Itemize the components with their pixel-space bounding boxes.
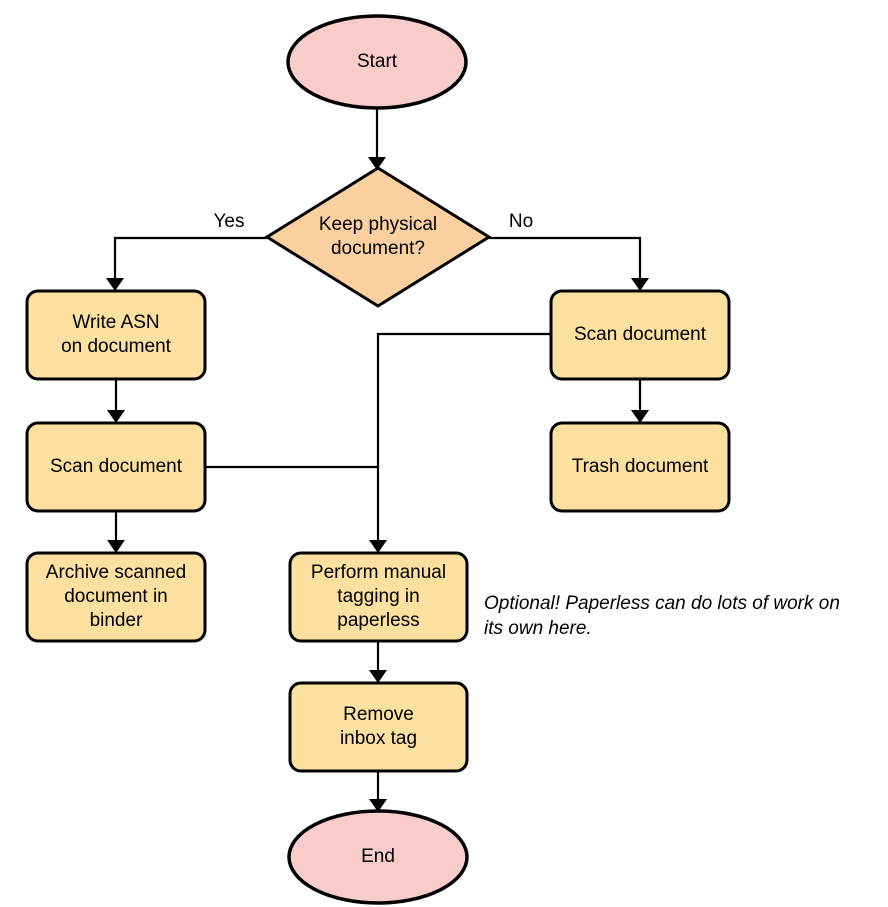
edge-scan-document-right-to-manual-tagging [369, 332, 551, 553]
edge-manual-tagging-to-remove-inbox-tag [369, 641, 387, 683]
node-scan-document-left[interactable]: Scan document [25, 421, 207, 513]
arrowhead-icon [106, 278, 124, 291]
edge-keep-physical-to-write-asn: Yes [106, 211, 267, 291]
process-box-shape[interactable] [288, 681, 469, 773]
connector-line [376, 332, 551, 546]
node-end[interactable]: End [287, 809, 469, 905]
decision-diamond-shape[interactable] [264, 166, 492, 308]
arrowhead-icon [107, 540, 125, 553]
process-box-shape[interactable] [25, 421, 207, 513]
process-box-shape[interactable] [25, 289, 207, 381]
node-start[interactable]: Start [286, 14, 468, 110]
edge-scan-document-right-to-trash-document [631, 379, 649, 423]
connector-line [113, 236, 267, 284]
arrowhead-icon [369, 799, 387, 812]
arrowhead-icon [107, 410, 125, 423]
node-scan-document-right[interactable]: Scan document [549, 289, 731, 381]
edge-label-yes: Yes [214, 211, 245, 232]
edge-keep-physical-to-scan-document-right: No [489, 211, 649, 291]
terminator-shape[interactable] [287, 809, 469, 905]
process-box-shape[interactable] [549, 289, 731, 381]
edge-write-asn-to-scan-document-left [107, 379, 125, 423]
node-label: Scan document [574, 324, 707, 345]
arrowhead-icon [631, 278, 649, 291]
arrowhead-icon [369, 540, 387, 553]
node-label: Trash document [572, 456, 709, 477]
annotation-optional-note: Optional! Paperless can do lots of work … [484, 593, 840, 639]
arrowhead-icon [368, 157, 386, 170]
process-box-shape[interactable] [25, 551, 207, 643]
edge-layer: Yes No [106, 108, 649, 812]
process-box-shape[interactable] [288, 551, 469, 643]
annotation-layer: Optional! Paperless can do lots of work … [484, 593, 840, 639]
edge-scan-document-left-to-archive-binder [107, 511, 125, 553]
process-box-shape[interactable] [549, 421, 731, 513]
edge-label-no: No [509, 211, 533, 232]
arrowhead-icon [369, 670, 387, 683]
connector-line [489, 236, 642, 284]
terminator-shape[interactable] [286, 14, 468, 110]
arrowhead-icon [631, 410, 649, 423]
node-label: Start [357, 51, 398, 72]
edge-start-to-keep-physical [368, 108, 386, 170]
node-label: Scan document [50, 456, 183, 477]
edge-remove-inbox-tag-to-end [369, 771, 387, 812]
node-trash-document[interactable]: Trash document [549, 421, 731, 513]
node-label: End [361, 846, 395, 867]
